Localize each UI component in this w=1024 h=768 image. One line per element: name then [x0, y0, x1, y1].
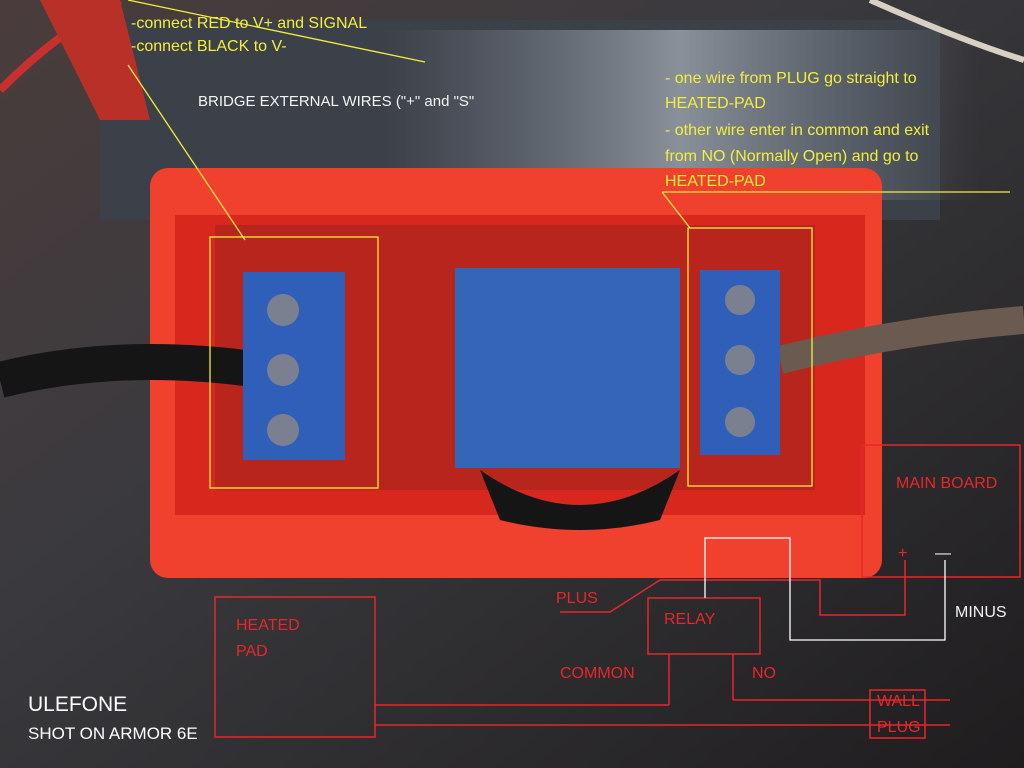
annotation-plug-line5: HEATED-PAD	[665, 173, 766, 190]
label-pad: PAD	[236, 643, 268, 660]
yellow-annotation-lines	[127, 0, 1010, 489]
annotation-plug-line1: - one wire from PLUG go straight to	[665, 70, 917, 87]
label-relay: RELAY	[664, 611, 716, 628]
label-plug: PLUG	[877, 719, 921, 736]
label-main-board: MAIN BOARD	[896, 475, 998, 492]
label-minus: MINUS	[955, 604, 1007, 621]
relay-cube	[455, 268, 680, 468]
label-common: COMMON	[560, 665, 635, 682]
annotation-bridge-wires: BRIDGE EXTERNAL WIRES ("+" and "S"	[198, 93, 475, 110]
minus-wire	[704, 537, 946, 641]
annotation-connect-red: -connect RED to V+ and SIGNAL	[131, 15, 368, 32]
label-wall: WALL	[877, 693, 920, 710]
watermark-caption: SHOT ON ARMOR 6E	[28, 724, 198, 743]
annotation-connect-black: -connect BLACK to V-	[131, 38, 287, 55]
annotation-plug-line2: HEATED-PAD	[665, 95, 766, 112]
watermark-brand: ULEFONE	[28, 693, 128, 716]
annotation-plug-line4: from NO (Normally Open) and go to	[665, 148, 919, 165]
label-plus-sign: +	[898, 545, 908, 562]
wiring-diagram-lines	[214, 444, 1021, 739]
label-plus: PLUS	[556, 590, 598, 607]
annotation-plug-line3: - other wire enter in common and exit	[665, 122, 930, 139]
label-no: NO	[752, 665, 776, 682]
label-heated: HEATED	[236, 617, 300, 634]
label-minus-sign: —	[935, 545, 951, 562]
